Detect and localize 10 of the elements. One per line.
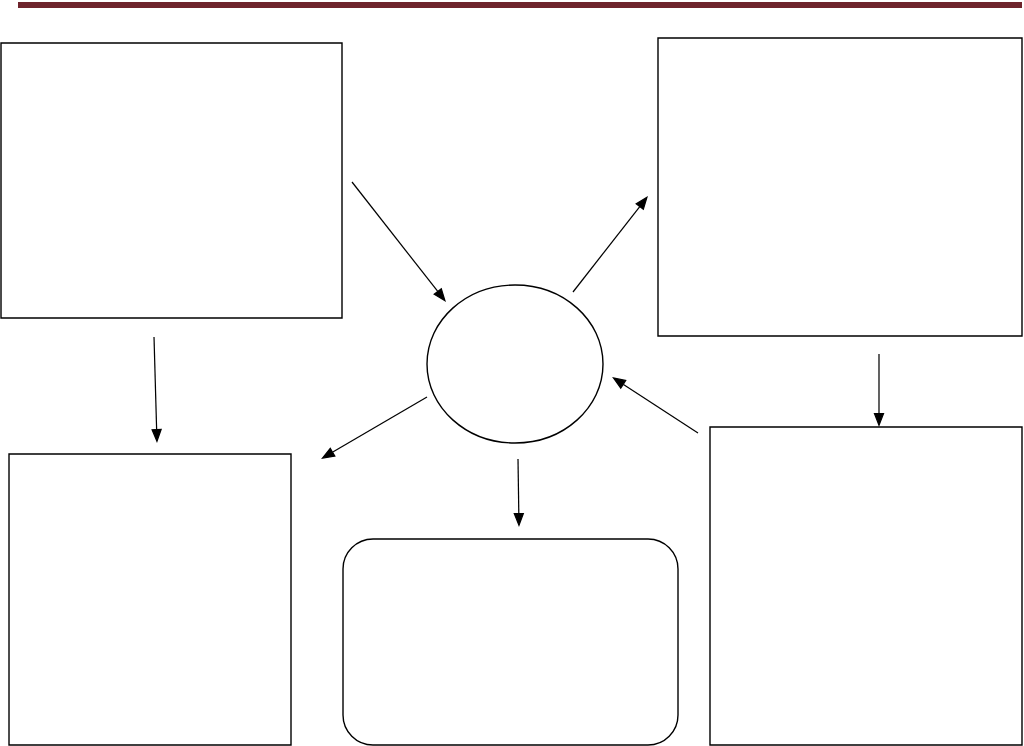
arrow — [321, 396, 428, 459]
box — [8, 453, 292, 746]
box — [657, 37, 1023, 337]
box — [709, 426, 1023, 746]
box — [0, 42, 343, 319]
oval — [426, 284, 604, 444]
box — [342, 538, 679, 746]
arrow — [351, 181, 446, 302]
arrow — [612, 377, 699, 434]
arrow — [572, 196, 648, 293]
